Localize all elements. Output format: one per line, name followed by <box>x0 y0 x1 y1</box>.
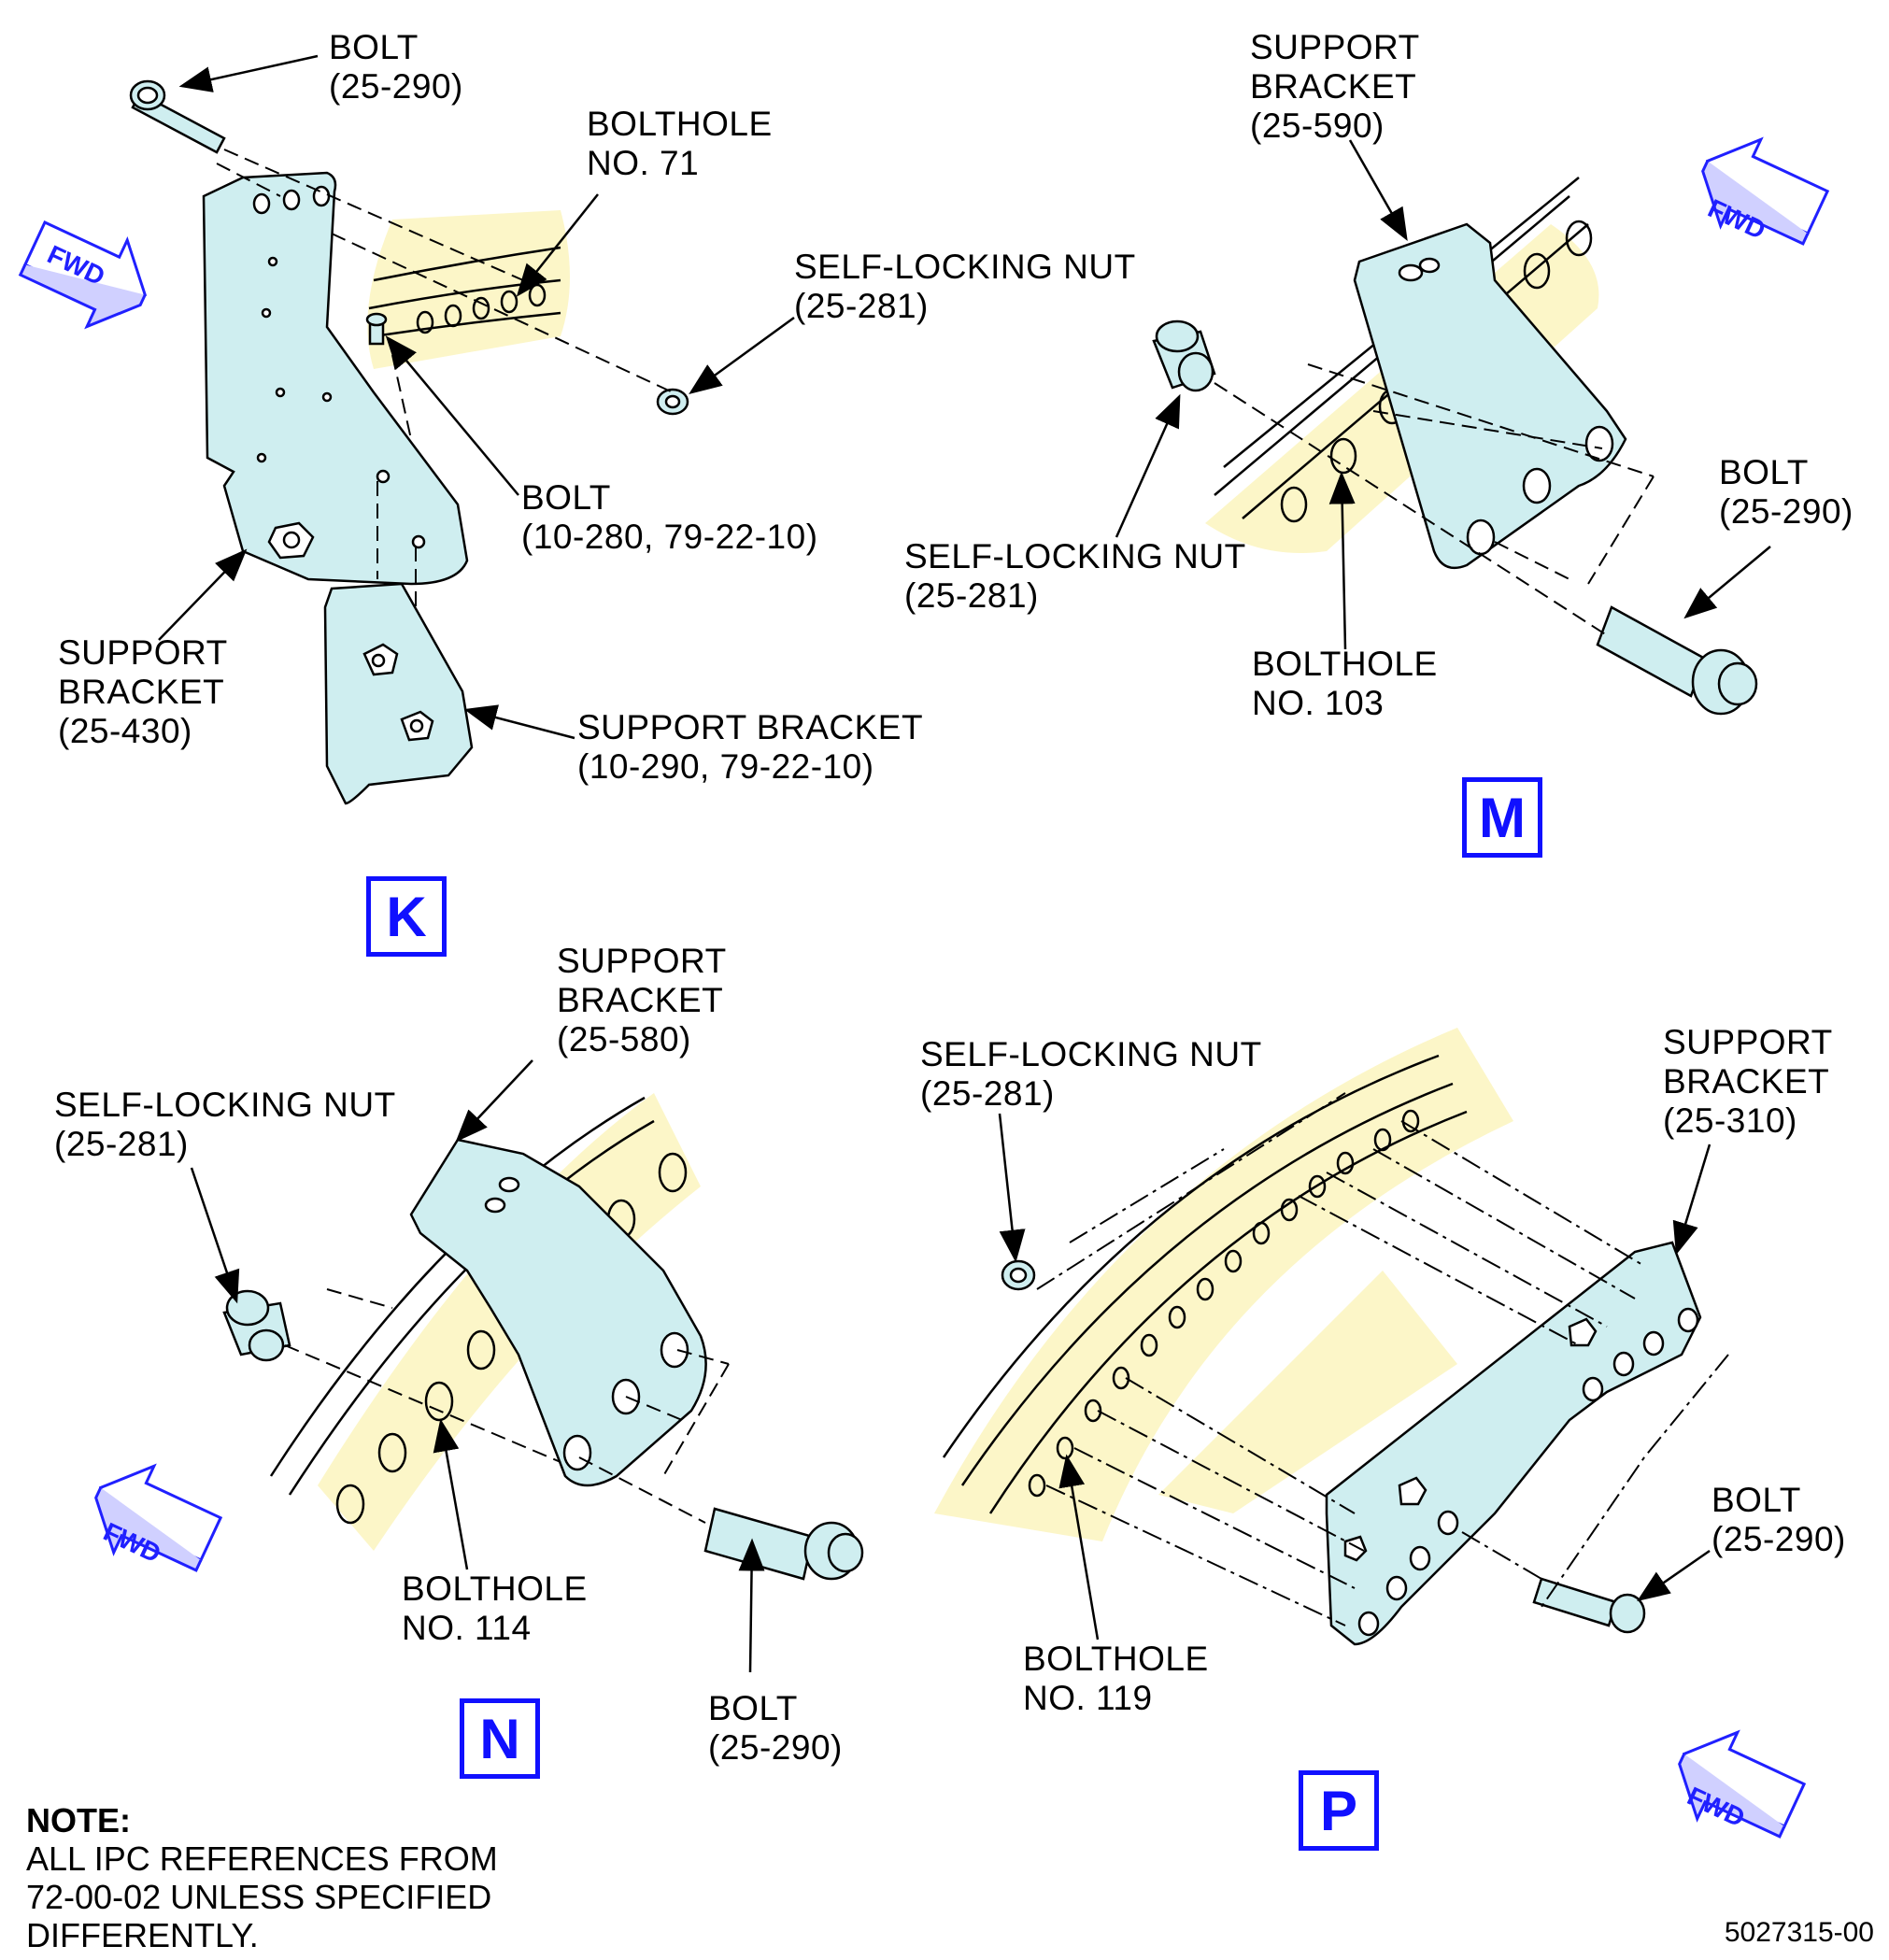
view-k-bolt2-label: BOLT(10-280, 79-22-10) <box>521 478 818 556</box>
view-k-nut-label: SELF-LOCKING NUT(25-281) <box>794 248 1136 325</box>
view-k-drawing <box>129 79 689 805</box>
note-block: NOTE: ALL IPC REFERENCES FROM 72-00-02 U… <box>26 1801 498 1954</box>
view-m-drawing <box>1152 177 1758 716</box>
leader-lines <box>158 54 1771 1673</box>
note-line: 72-00-02 UNLESS SPECIFIED <box>26 1878 492 1916</box>
view-m-bracket-holes <box>1398 257 1614 556</box>
view-n-nut-label: SELF-LOCKING NUT(25-281) <box>54 1086 396 1163</box>
view-p-ring-holes <box>1028 1109 1420 1498</box>
view-m-nut-label: SELF-LOCKING NUT(25-281) <box>904 537 1246 615</box>
view-p-bolt <box>1532 1577 1646 1634</box>
view-k-ring-segment <box>367 210 570 369</box>
view-p-nut <box>1001 1259 1036 1291</box>
view-n-drawing <box>222 1093 864 1581</box>
fwd-arrow-m <box>1701 136 1830 246</box>
view-k-bracket2-label: SUPPORT BRACKET(10-290, 79-22-10) <box>577 708 924 786</box>
figure-number: 5027315-00 <box>1724 1917 1874 1948</box>
note-line: ALL IPC REFERENCES FROM <box>26 1839 498 1878</box>
view-p-bracket-holes <box>1357 1307 1699 1637</box>
fwd-arrow-k: FWD <box>18 220 148 330</box>
view-m-bolt-label: BOLT(25-290) <box>1719 453 1853 531</box>
view-n-indicator: N <box>460 1698 540 1779</box>
view-k-bolt-label: BOLT(25-290) <box>329 28 463 106</box>
view-p-indicator: P <box>1299 1770 1379 1851</box>
view-p-nutplates <box>1343 1317 1598 1562</box>
view-p-support-bracket <box>1325 1241 1702 1646</box>
view-m-indicator: M <box>1462 777 1542 858</box>
view-k-bolt-top <box>129 79 226 154</box>
fwd-arrow-n <box>94 1463 223 1572</box>
view-k-nutplate <box>267 521 315 560</box>
fwd-arrow-p <box>1678 1729 1807 1839</box>
view-k-nut <box>656 388 689 416</box>
view-n-bolt-label: BOLT(25-290) <box>708 1689 843 1767</box>
view-n-ring-holes <box>335 1152 688 1525</box>
view-n-nut <box>222 1289 291 1362</box>
view-p-nut-label: SELF-LOCKING NUT(25-281) <box>920 1035 1262 1113</box>
view-n-bolt <box>703 1507 864 1581</box>
view-k-support-bracket-upper <box>202 171 469 586</box>
view-k-bolt-small <box>365 312 388 346</box>
view-m-bolt <box>1596 605 1758 716</box>
note-heading: NOTE: <box>26 1801 131 1839</box>
view-m-support-bracket <box>1353 222 1627 570</box>
view-p-ring-inner-yellow <box>1158 1271 1457 1513</box>
note-line: DIFFERENTLY. <box>26 1916 259 1954</box>
view-m-nut <box>1152 320 1216 392</box>
view-p-bolt-label: BOLT(25-290) <box>1711 1481 1846 1558</box>
view-p-drawing <box>934 1028 1729 1646</box>
view-k-indicator: K <box>366 876 447 957</box>
view-k-support-bracket-lower <box>323 582 474 805</box>
